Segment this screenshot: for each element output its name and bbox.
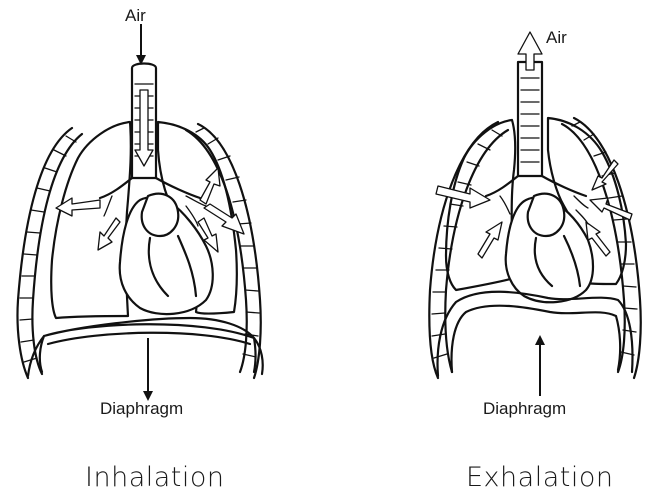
inhalation-figure (17, 24, 262, 396)
diaphragm-label-exhalation: Diaphragm (483, 399, 566, 419)
heart (120, 194, 213, 314)
inhalation-title: Inhalation (85, 462, 225, 493)
rib-cage-left (17, 128, 82, 378)
heart (506, 194, 593, 303)
air-label-exhalation: Air (546, 28, 567, 48)
diaphragm (28, 318, 263, 376)
trachea (100, 64, 200, 199)
diaphragm-label-inhalation: Diaphragm (100, 399, 183, 419)
rib-cage-left (429, 122, 508, 378)
exhalation-title: Exhalation (466, 462, 613, 493)
trachea (486, 32, 586, 196)
exhalation-figure (429, 32, 640, 396)
air-label-inhalation: Air (125, 6, 146, 26)
diaphragm (438, 292, 633, 376)
